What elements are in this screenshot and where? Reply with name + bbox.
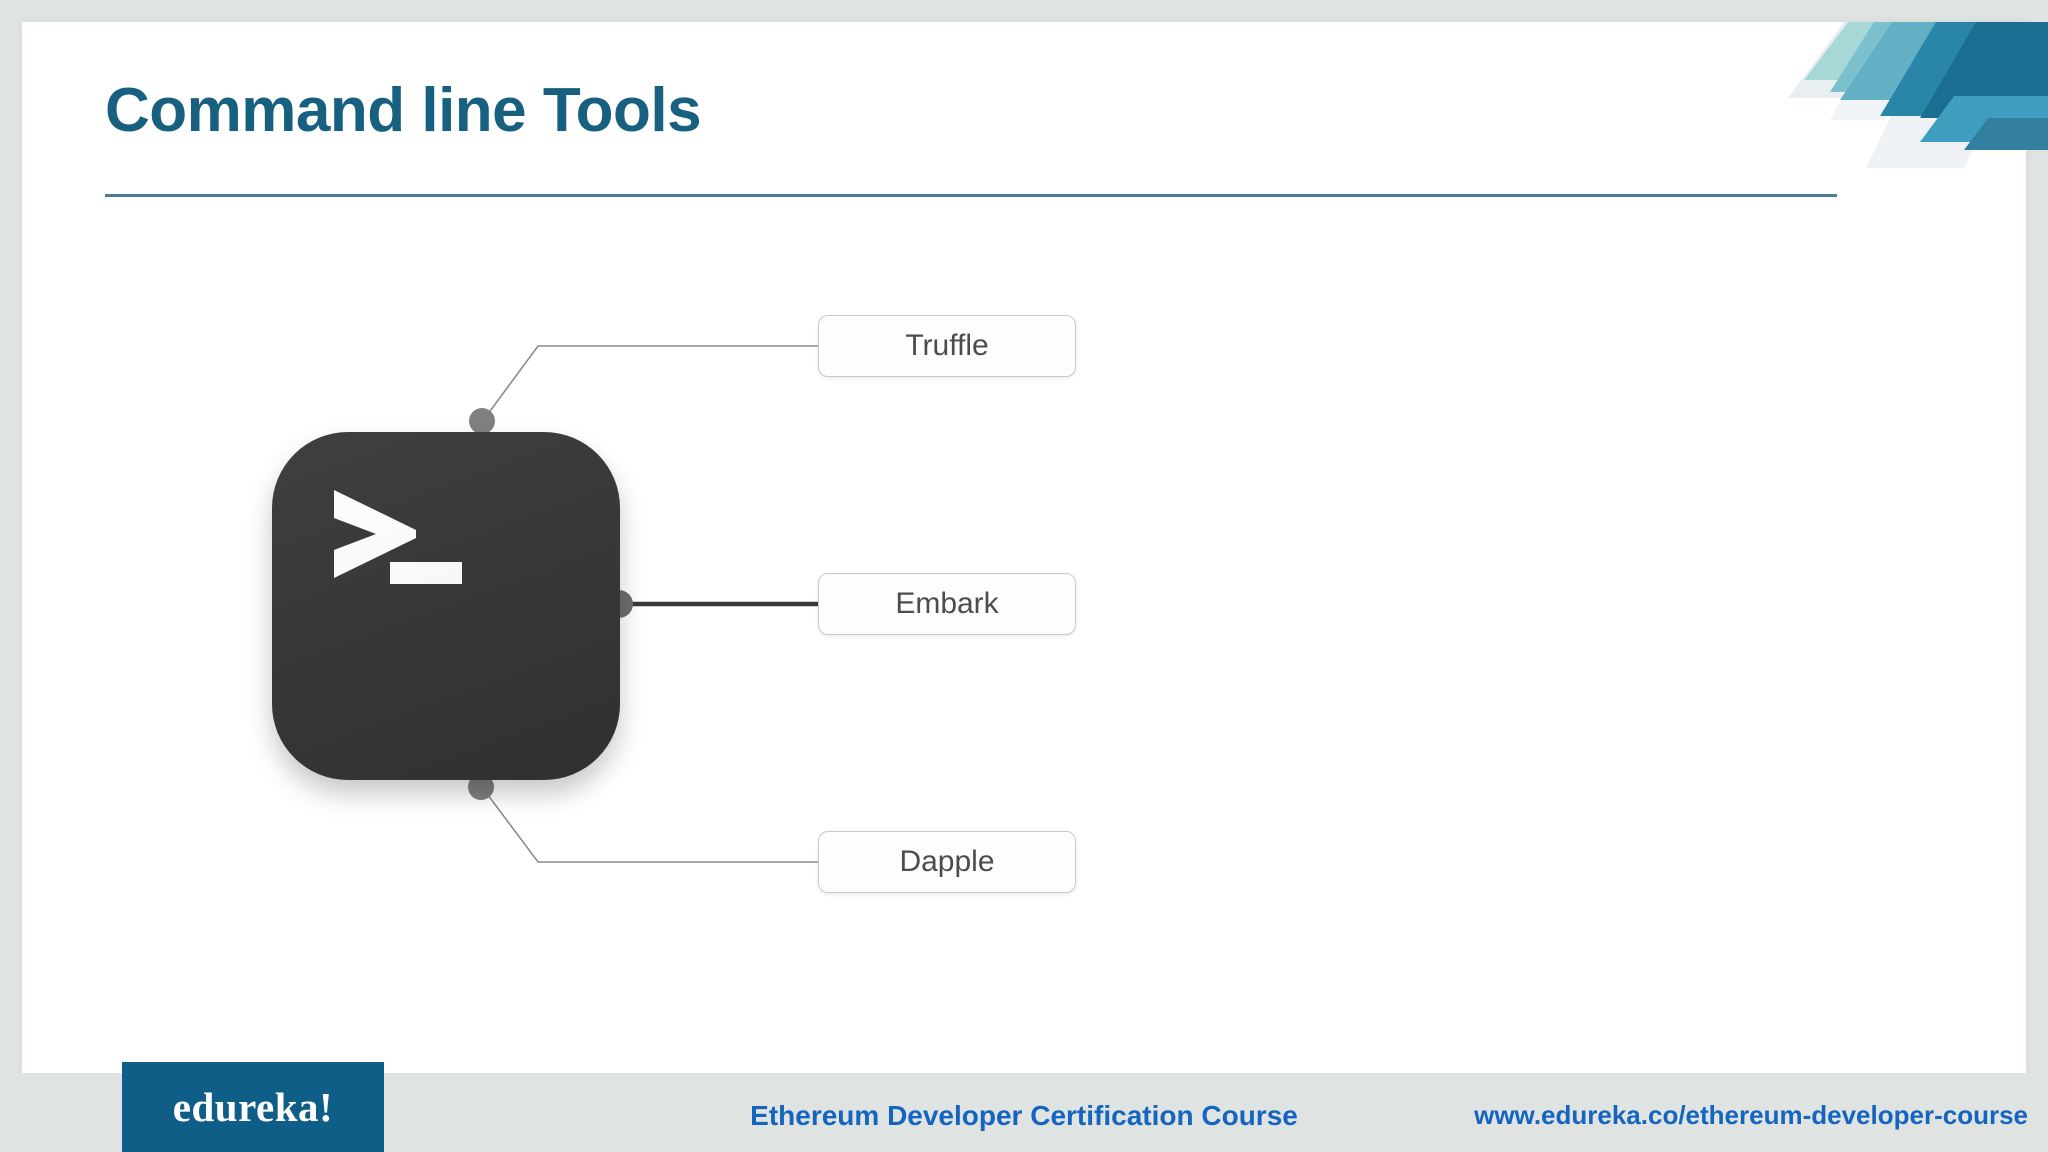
terminal-icon: [272, 432, 620, 780]
node-label-dapple-text: Dapple: [899, 845, 995, 878]
brand-logo[interactable]: edureka!: [122, 1062, 384, 1152]
node-label-dapple[interactable]: Dapple: [818, 831, 1076, 893]
page-title-block: Command line Tools: [105, 78, 1845, 143]
footer-url-link[interactable]: www.edureka.co/ethereum-developer-course: [1474, 1100, 2028, 1130]
node-label-embark[interactable]: Embark: [818, 573, 1076, 635]
terminal-prompt-glyph-icon: [334, 490, 462, 584]
node-label-truffle-text: Truffle: [905, 329, 989, 362]
title-divider: [105, 194, 1837, 197]
page-title: Command line Tools: [105, 76, 702, 145]
node-label-truffle[interactable]: Truffle: [818, 315, 1076, 377]
node-label-embark-text: Embark: [895, 587, 999, 620]
brand-logo-text: edureka!: [172, 1084, 334, 1130]
footer-course-title: Ethereum Developer Certification Course: [750, 1100, 1298, 1131]
